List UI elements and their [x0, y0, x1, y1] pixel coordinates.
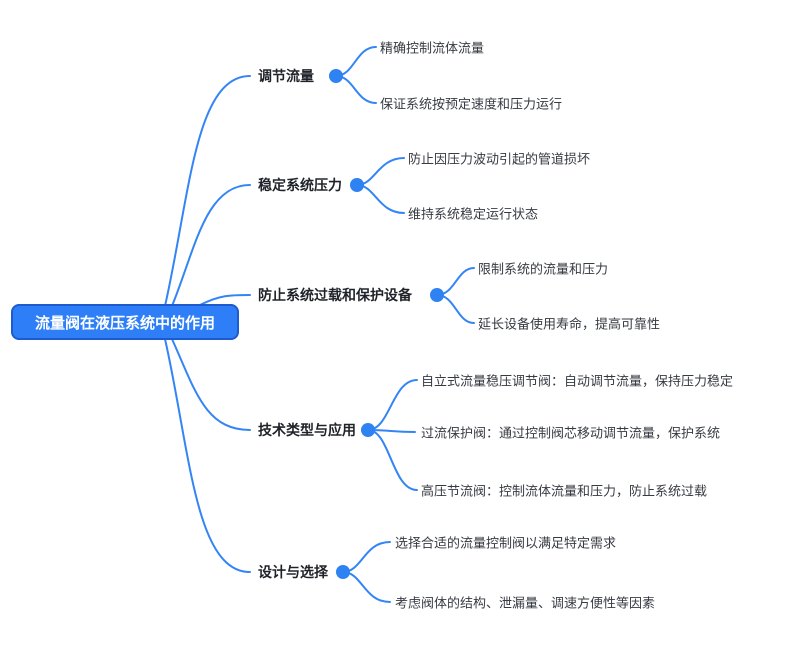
connector-root-branch-2 [171, 184, 251, 307]
branch-node-3[interactable]: 防止系统过载和保护设备 [258, 287, 412, 303]
branch-dot-4[interactable] [361, 423, 375, 437]
child-node-2-2[interactable]: 维持系统稳定运行状态 [408, 206, 539, 222]
branch-node-5[interactable]: 设计与选择 [258, 564, 328, 580]
child-node-4-2[interactable]: 过流保护阀：通过控制阀芯移动调节流量，保护系统 [421, 425, 721, 441]
branch-dot-5[interactable] [336, 565, 350, 579]
child-node-5-2[interactable]: 考虑阀体的结构、泄漏量、调速方便性等因素 [395, 595, 656, 611]
connector-branch5-child2 [342, 571, 391, 603]
child-node-2-1[interactable]: 防止因压力波动引起的管道损坏 [408, 151, 591, 167]
connector-branch2-child2 [356, 184, 405, 214]
connector-branch1-child2 [335, 75, 377, 104]
child-node-1-2[interactable]: 保证系统按预定速度和压力运行 [380, 96, 563, 112]
branch-node-1[interactable]: 调节流量 [258, 68, 314, 84]
child-node-5-1[interactable]: 选择合适的流量控制阀以满足特定需求 [395, 535, 617, 551]
child-node-3-2[interactable]: 延长设备使用寿命，提高可靠性 [478, 316, 661, 332]
connector-branch4-child1 [367, 379, 418, 431]
connector-root-branch-4 [171, 338, 251, 431]
connector-root-branch-1 [164, 75, 251, 307]
branch-dot-2[interactable] [350, 178, 364, 192]
branch-dot-1[interactable] [329, 69, 343, 83]
branch-node-2[interactable]: 稳定系统压力 [258, 177, 342, 193]
connector-branch5-child1 [342, 541, 391, 573]
child-node-4-1[interactable]: 自立式流量稳压调节阀：自动调节流量，保持压力稳定 [421, 373, 734, 389]
child-node-3-1[interactable]: 限制系统的流量和压力 [478, 261, 609, 277]
connector-branch2-child1 [356, 157, 405, 186]
child-node-4-3[interactable]: 高压节流阀：控制流体流量和压力，防止系统过载 [421, 483, 708, 499]
branch-node-4[interactable]: 技术类型与应用 [258, 422, 356, 438]
connector-branch1-child1 [335, 46, 377, 77]
branch-dot-3[interactable] [430, 288, 444, 302]
connector-root-branch-5 [164, 338, 251, 573]
connector-branch4-child3 [367, 429, 418, 491]
child-node-1-1[interactable]: 精确控制流体流量 [380, 40, 485, 56]
root-node[interactable]: 流量阀在液压系统中的作用 [11, 304, 239, 340]
connector-branch4-child2 [367, 429, 416, 433]
